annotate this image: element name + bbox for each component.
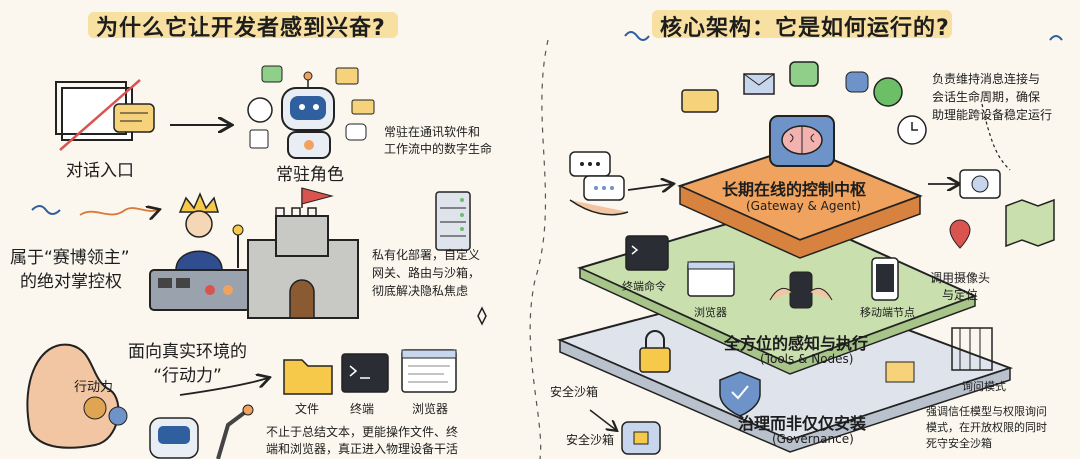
browser-label: 浏览器 [412,402,449,416]
castle-icon [247,187,359,319]
phone-bubble-icon [873,77,903,107]
doodle-squiggle-right-2 [1049,35,1063,41]
chat-bubble-icon [789,61,819,87]
incoming-messages-icon [569,151,625,201]
messenger-icon [845,71,869,93]
browser-icon [401,349,457,393]
arrow-action [179,378,268,396]
cyber-lord-label: 属于“赛博领主” 的绝对掌控权 [10,246,130,294]
question-envelope-icon [885,361,915,383]
robot-character-icon [247,65,375,159]
note-arrow [981,103,1011,171]
governance-note-line1: 强调信任模型与权限询问 [926,405,1047,418]
governance-note-line3: 死守安全沙箱 [926,437,992,450]
cyber-lord-label-line2: 的绝对掌控权 [20,272,122,292]
sandbox-padlock-icon [621,421,661,455]
terminal-command-label: 终端命令 [622,280,666,293]
terminal-icon [341,353,389,393]
resident-role-label: 常驻角色 [276,165,344,185]
camera-icon [959,169,1001,199]
gateway-note-line3: 助理能跨设备稳定运行 [932,108,1053,122]
swirl-arrow [79,208,158,215]
cyber-lord-label-line1: 属于“赛博领主” [10,248,130,268]
right-title: 核心架构：它是如何运行的? [660,16,950,41]
tools-subtitle: (Tools & Nodes) [760,352,854,366]
clock-icon [897,115,927,145]
tools-nodes-layer [577,206,978,375]
doodle-squiggle [31,205,61,215]
camera-note-line1: 调用摄像头 [930,271,991,285]
private-deploy-desc: 私有化部署，自定义 网关、路由与沙箱， 彻底解决隐私焦虑 [372,246,480,300]
left-title: 为什么它让开发者感到兴奋? [96,16,386,41]
envelope-icon [743,73,775,95]
governance-note-line2: 模式，在开放权限的同时 [926,421,1047,434]
gateway-note-line2: 会话生命周期，确保 [932,90,1041,104]
action-power-badge: 行动力 [74,380,114,395]
terminal-command-icon [625,235,669,271]
camera-note-line2: 与定位 [942,288,979,302]
terminal-label: 终端 [350,402,375,416]
brain-icon [769,115,835,167]
resident-role-desc-line2: 工作流中的数字生命 [384,142,493,156]
sandbox-label-1: 安全沙箱 [550,385,599,399]
private-deploy-desc-line1: 私有化部署，自定义 [372,248,481,262]
arrow-sandbox [589,409,616,430]
hands-phone-icon [769,271,833,309]
location-pin-icon [949,219,971,249]
gateway-note-line1: 负责维持消息连接与 [932,72,1041,86]
server-rack-icon [435,191,471,251]
left-title-highlight [88,12,398,38]
ask-mode-label: 询问模式 [962,380,1006,393]
mobile-phone-icon [871,257,899,301]
action-power-label-line2: “行动力” [153,366,222,386]
folder-icon [283,359,333,395]
sparkle-icon [477,306,487,326]
gateway-title: 长期在线的控制中枢 [722,180,867,199]
gateway-note: 负责维持消息连接与 会话生命周期，确保 助理能跨设备稳定运行 [932,70,1052,124]
section-divider [529,39,549,459]
governance-title: 治理而非仅仅安装 [738,414,867,433]
tool-browser-label: 浏览器 [694,306,727,319]
hand-icon [569,199,629,216]
sandbox-label-2: 安全沙箱 [566,433,615,447]
camera-note: 调用摄像头 与定位 [930,270,990,304]
governance-note: 强调信任模型与权限询问 模式，在开放权限的同时 死守安全沙箱 [926,404,1047,452]
gateway-agent-layer [677,144,923,259]
action-power-desc: 不止于总结文本，更能操作文件、终 端和浏览器，真正进入物理设备干活 [266,424,458,458]
right-title-highlight [652,10,952,38]
action-power-label: 面向真实环境的 “行动力” [128,340,247,388]
resident-role-desc: 常驻在通讯软件和 工作流中的数字生命 [384,124,492,158]
private-deploy-desc-line3: 彻底解决隐私焦虑 [372,284,469,298]
action-power-desc-line2: 端和浏览器，真正进入物理设备干活 [266,442,459,456]
shield-icon [719,371,761,417]
cyber-lord-icon [149,192,251,311]
padlock-icon [639,330,671,373]
chat-entry-label: 对话入口 [66,161,134,181]
action-power-desc-line1: 不止于总结文本，更能操作文件、终 [266,425,459,439]
mobile-node-label: 移动端节点 [860,306,915,319]
robot-arm-icon [149,404,254,459]
action-power-label-line1: 面向真实环境的 [128,342,247,362]
tool-browser-icon [687,261,735,297]
governance-subtitle: (Governance) [772,432,854,446]
resident-role-desc-line1: 常驻在通讯软件和 [384,125,481,139]
tools-title: 全方位的感知与执行 [724,334,869,353]
file-label: 文件 [295,402,320,416]
gate-icon [951,327,993,371]
doodle-squiggle-right [624,31,650,41]
map-icon [1005,198,1055,248]
gateway-subtitle: (Gateway & Agent) [746,199,861,213]
arrow-into-gateway [627,184,672,190]
private-deploy-desc-line2: 网关、路由与沙箱， [372,266,481,280]
muscle-arm-icon [26,343,128,449]
chat-entry-icon [55,79,155,151]
chat-note-icon [681,89,719,113]
